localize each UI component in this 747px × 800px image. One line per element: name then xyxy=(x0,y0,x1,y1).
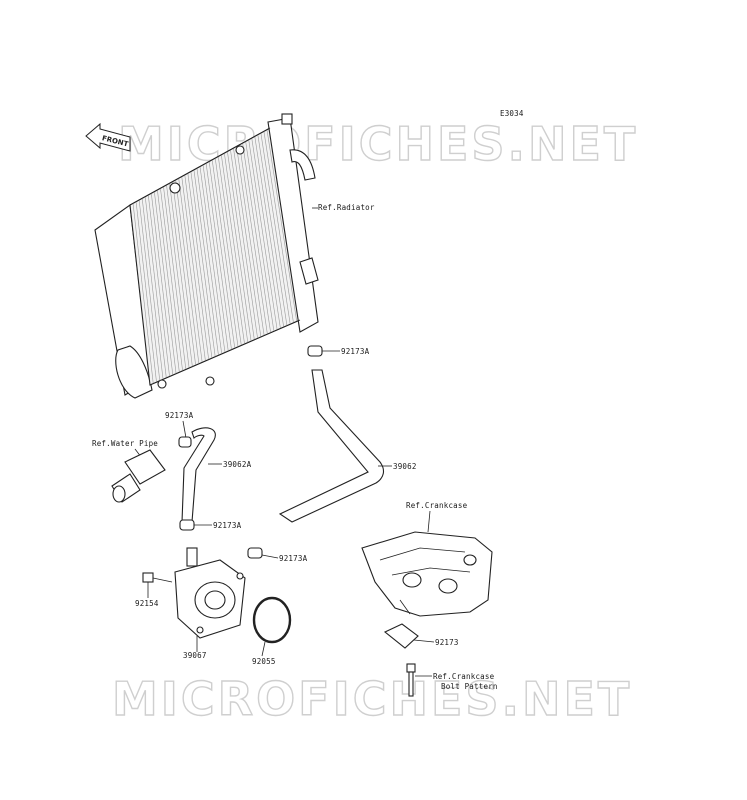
label-hose-short: 39062A xyxy=(223,460,252,469)
radiator-fin-line xyxy=(160,188,183,371)
radiator-fin-line xyxy=(245,141,275,332)
radiator-fin-line xyxy=(208,161,236,349)
clamp-bracket xyxy=(383,623,435,649)
label-crankcase-bolt-2: Bolt Pattern xyxy=(441,682,498,691)
clamp-cooler xyxy=(247,547,263,559)
radiator-fin-line xyxy=(236,146,265,336)
radiator-fin-line xyxy=(196,168,223,354)
label-hose-long: 39062 xyxy=(393,462,417,471)
radiator-fin-line xyxy=(172,181,196,366)
radiator-fin-line xyxy=(227,151,255,340)
oil-cooler xyxy=(174,547,246,652)
diagram-code: E3034 xyxy=(500,109,524,118)
label-oring: 92055 xyxy=(252,657,276,666)
radiator-fin-line xyxy=(211,159,239,347)
radiator-fin-line xyxy=(239,144,268,335)
radiator-fins xyxy=(132,129,298,384)
bolt-92154 xyxy=(142,572,173,598)
radiator-fin-line xyxy=(135,201,157,383)
radiator-fin-line xyxy=(151,193,174,376)
radiator-fin-line xyxy=(217,156,245,345)
radiator-fin-line xyxy=(221,154,249,343)
radiator-fin-line xyxy=(163,186,187,370)
radiator xyxy=(94,113,319,399)
clamp-water xyxy=(178,436,192,448)
radiator-fin-line xyxy=(266,129,298,322)
label-crankcase: Ref.Crankcase xyxy=(406,501,468,510)
hose-39062 xyxy=(278,369,392,523)
radiator-fin-line xyxy=(199,166,226,353)
radiator-fin-line xyxy=(187,173,213,359)
radiator-fin-line xyxy=(169,183,193,367)
radiator-fin-line xyxy=(233,148,262,337)
radiator-fin-line xyxy=(242,143,271,333)
watermark-bottom: MICROFICHES.NET xyxy=(112,672,632,726)
radiator-fin-line xyxy=(251,137,281,329)
label-clamp-top: 92173A xyxy=(341,347,370,356)
radiator-fin-line xyxy=(132,203,154,384)
radiator-fin-line xyxy=(230,149,258,339)
radiator-fin-line xyxy=(202,164,229,352)
label-clamp-mid: 92173A xyxy=(213,521,242,530)
label-oil-cooler: 39067 xyxy=(183,651,207,660)
radiator-fin-line xyxy=(263,131,294,323)
label-bolt: 92154 xyxy=(135,599,159,608)
clamp-mid xyxy=(179,519,195,531)
front-arrow-icon: FRONT xyxy=(85,122,131,152)
crankcase xyxy=(361,531,493,617)
label-clamp-bracket: 92173 xyxy=(435,638,459,647)
radiator-fin-line xyxy=(214,158,242,346)
radiator-fin-line xyxy=(260,132,291,325)
oring-92055 xyxy=(252,596,292,657)
radiator-fin-line xyxy=(175,179,200,364)
crankcase-bolt xyxy=(406,663,432,697)
label-clamp-water: 92173A xyxy=(165,411,194,420)
radiator-fin-line xyxy=(190,171,216,357)
radiator-fin-line xyxy=(254,136,284,328)
label-water-pipe: Ref.Water Pipe xyxy=(92,439,158,448)
radiator-fin-line xyxy=(181,176,206,362)
label-clamp-cooler: 92173A xyxy=(279,554,308,563)
radiator-fin-line xyxy=(154,191,177,374)
watermark-top: MICROFICHES.NET xyxy=(118,117,638,171)
radiator-fin-line xyxy=(166,184,190,369)
radiator-fin-line xyxy=(141,198,164,380)
radiator-fin-line xyxy=(157,189,180,373)
water-pipe-fitting xyxy=(111,449,166,503)
radiator-fin-line xyxy=(178,178,203,363)
clamp-top xyxy=(307,345,340,357)
radiator-fin-line xyxy=(138,199,161,381)
radiator-fin-line xyxy=(224,153,252,342)
radiator-fin-line xyxy=(144,196,167,378)
radiator-fin-line xyxy=(257,134,288,326)
radiator-fin-line xyxy=(193,169,219,356)
label-crankcase-bolt-1: Ref.Crankcase xyxy=(433,672,495,681)
radiator-fin-line xyxy=(248,139,278,330)
radiator-fin-line xyxy=(184,174,209,360)
radiator-fin-line xyxy=(147,194,170,377)
label-radiator: Ref.Radiator xyxy=(318,203,375,212)
radiator-fin-line xyxy=(205,163,232,350)
